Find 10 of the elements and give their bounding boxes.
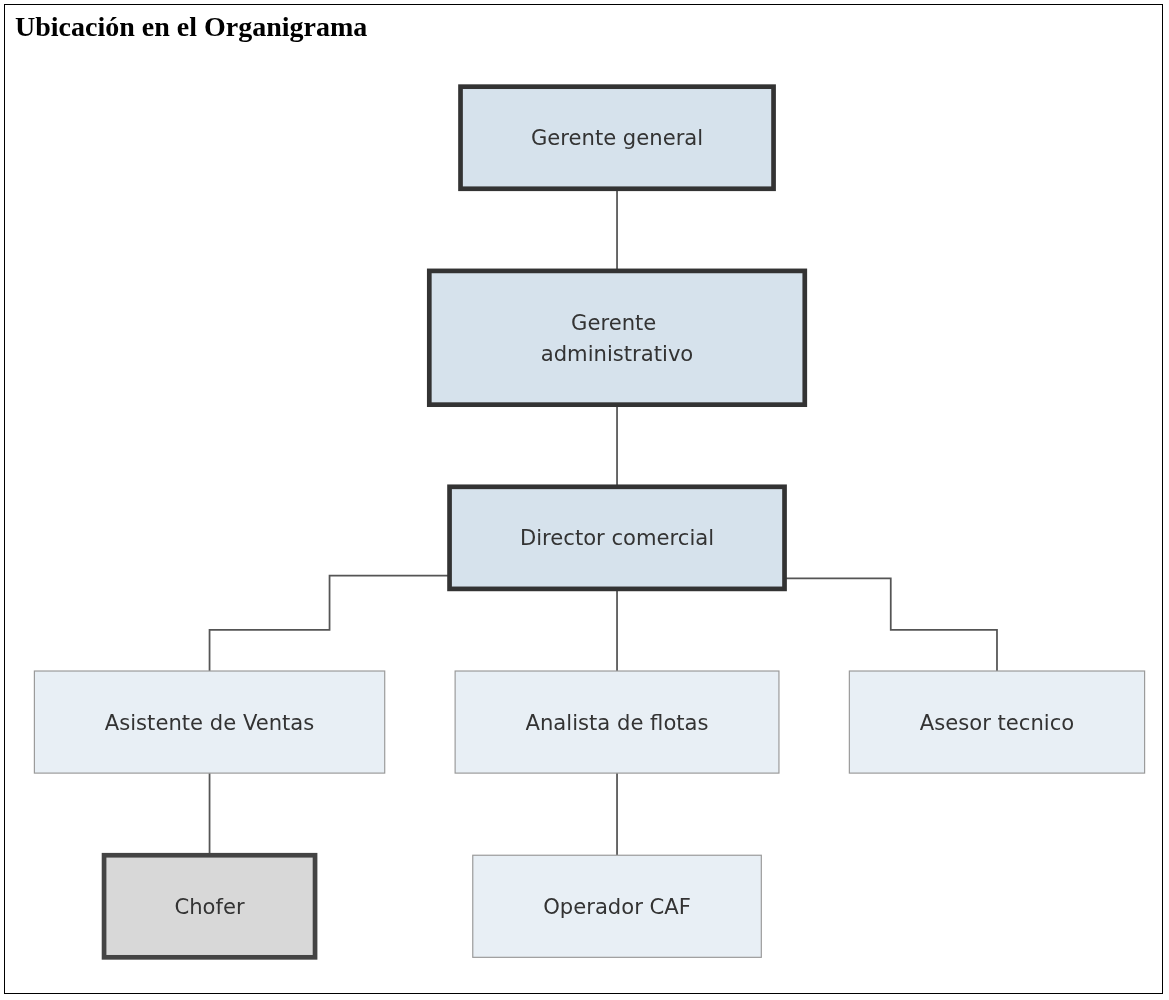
node-box: Operador CAF	[472, 854, 762, 958]
node-box: Asistente de Ventas	[33, 670, 386, 774]
node-box: Asesor tecnico	[848, 670, 1146, 774]
node-box: Analista de flotas	[454, 670, 780, 774]
node-box: Chofer	[101, 852, 318, 960]
connector	[616, 772, 618, 857]
node-box: Gerente general	[458, 84, 776, 192]
title: Ubicación en el Organigrama	[15, 11, 368, 43]
node-box: Director comercial	[447, 484, 787, 592]
node-box: Gerente administrativo	[426, 268, 808, 407]
